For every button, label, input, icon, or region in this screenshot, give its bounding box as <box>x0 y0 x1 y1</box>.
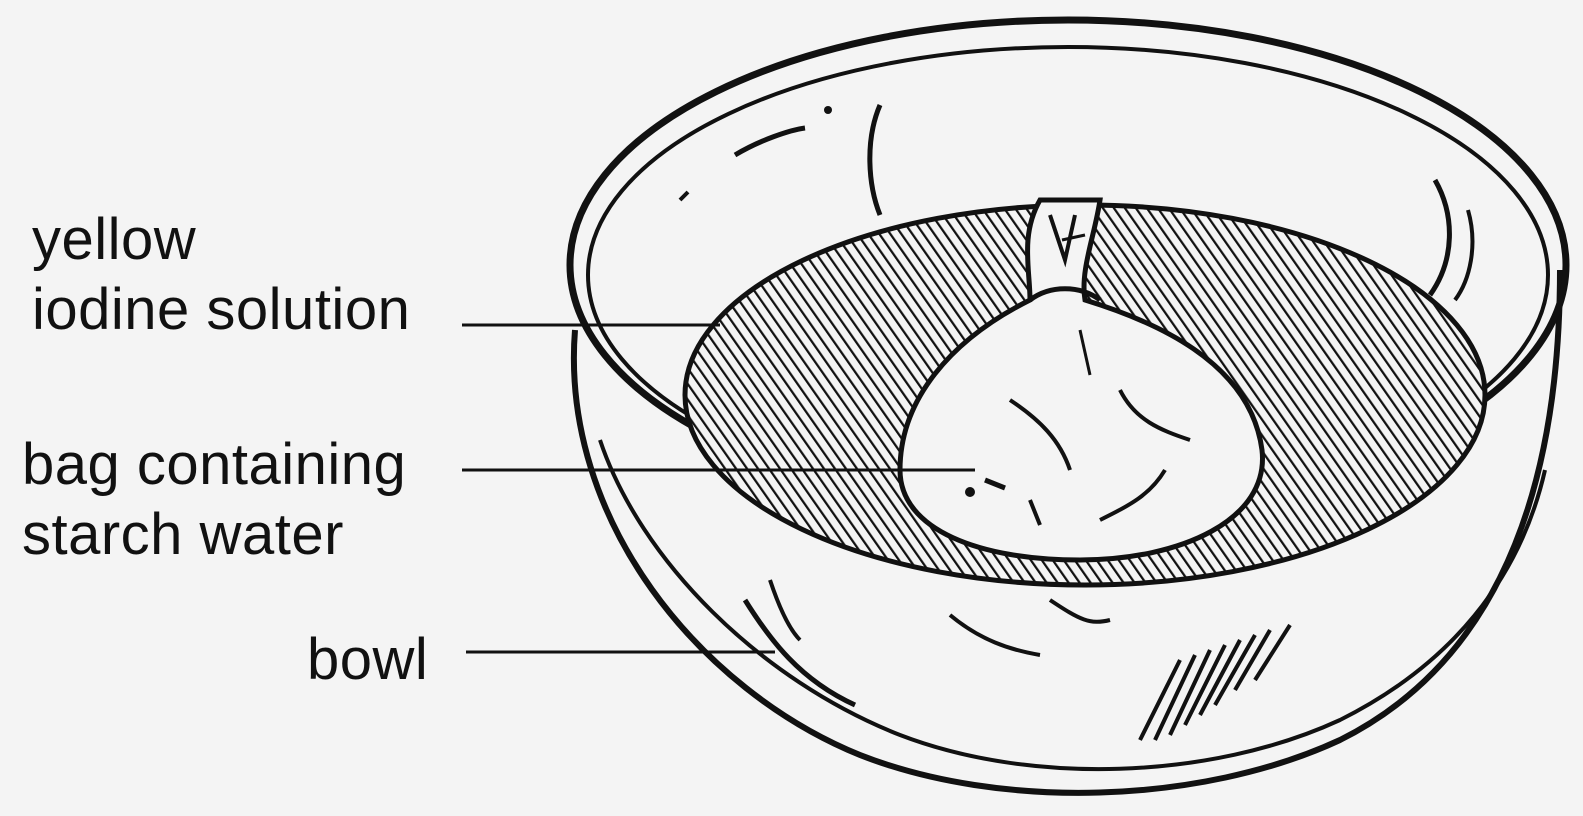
rim-reflection-5 <box>1455 210 1472 300</box>
bag-label-line-2: starch water <box>22 500 406 570</box>
bowl-shading-4 <box>1050 600 1110 622</box>
iodine-solution-label: yellow iodine solution <box>32 205 410 345</box>
bowl-label-text: bowl <box>307 625 428 695</box>
bag-dot <box>965 487 975 497</box>
bowl-label: bowl <box>307 625 428 695</box>
rim-reflection-3 <box>680 192 688 200</box>
starch-bag-label: bag containing starch water <box>22 430 406 570</box>
bag-label-line-1: bag containing <box>22 430 406 500</box>
rim-reflection-4 <box>1430 180 1449 295</box>
rim-reflection-2 <box>870 105 880 215</box>
rim-reflection-dot <box>824 106 832 114</box>
rim-reflection-1 <box>735 128 805 155</box>
iodine-label-line-2: iodine solution <box>32 275 410 345</box>
bowl-shading-3 <box>950 615 1040 655</box>
bowl-base-hatching <box>1140 625 1290 740</box>
iodine-label-line-1: yellow <box>32 205 410 275</box>
bowl-shading-2 <box>770 580 800 640</box>
